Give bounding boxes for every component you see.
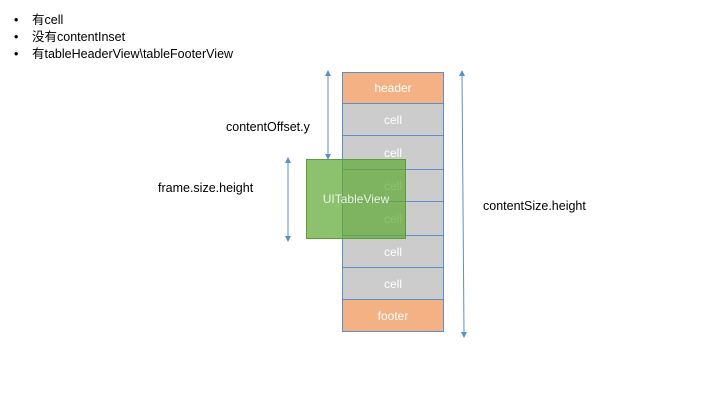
cell-row: cell [342, 236, 444, 268]
bullet-dot: • [14, 47, 19, 61]
bullet-item: • 有tableHeaderView\tableFooterView [14, 46, 233, 63]
bullet-text: 有tableHeaderView\tableFooterView [32, 47, 234, 61]
bullet-list: • 有cell • 没有contentInset • 有tableHeaderView… [14, 12, 233, 63]
bullet-text: 没有contentInset [32, 30, 126, 44]
content-size-label: contentSize.height [483, 199, 586, 213]
bullet-dot: • [14, 30, 19, 44]
frame-height-label: frame.size.height [158, 181, 254, 195]
cell-row: cell [342, 268, 444, 300]
bullet-item: • 有cell [14, 12, 233, 29]
bullet-dot: • [14, 13, 19, 27]
content-size-arrow [459, 70, 467, 338]
bullet-text: 有cell [32, 13, 64, 27]
footer-row: footer [342, 300, 444, 332]
content-offset-label: contentOffset.y [226, 120, 310, 134]
cell-row: cell [342, 104, 444, 136]
tableview-frame [306, 159, 406, 239]
bullet-item: • 没有contentInset [14, 29, 233, 46]
header-row: header [342, 72, 444, 104]
tableview-label: UITableView [322, 192, 390, 206]
